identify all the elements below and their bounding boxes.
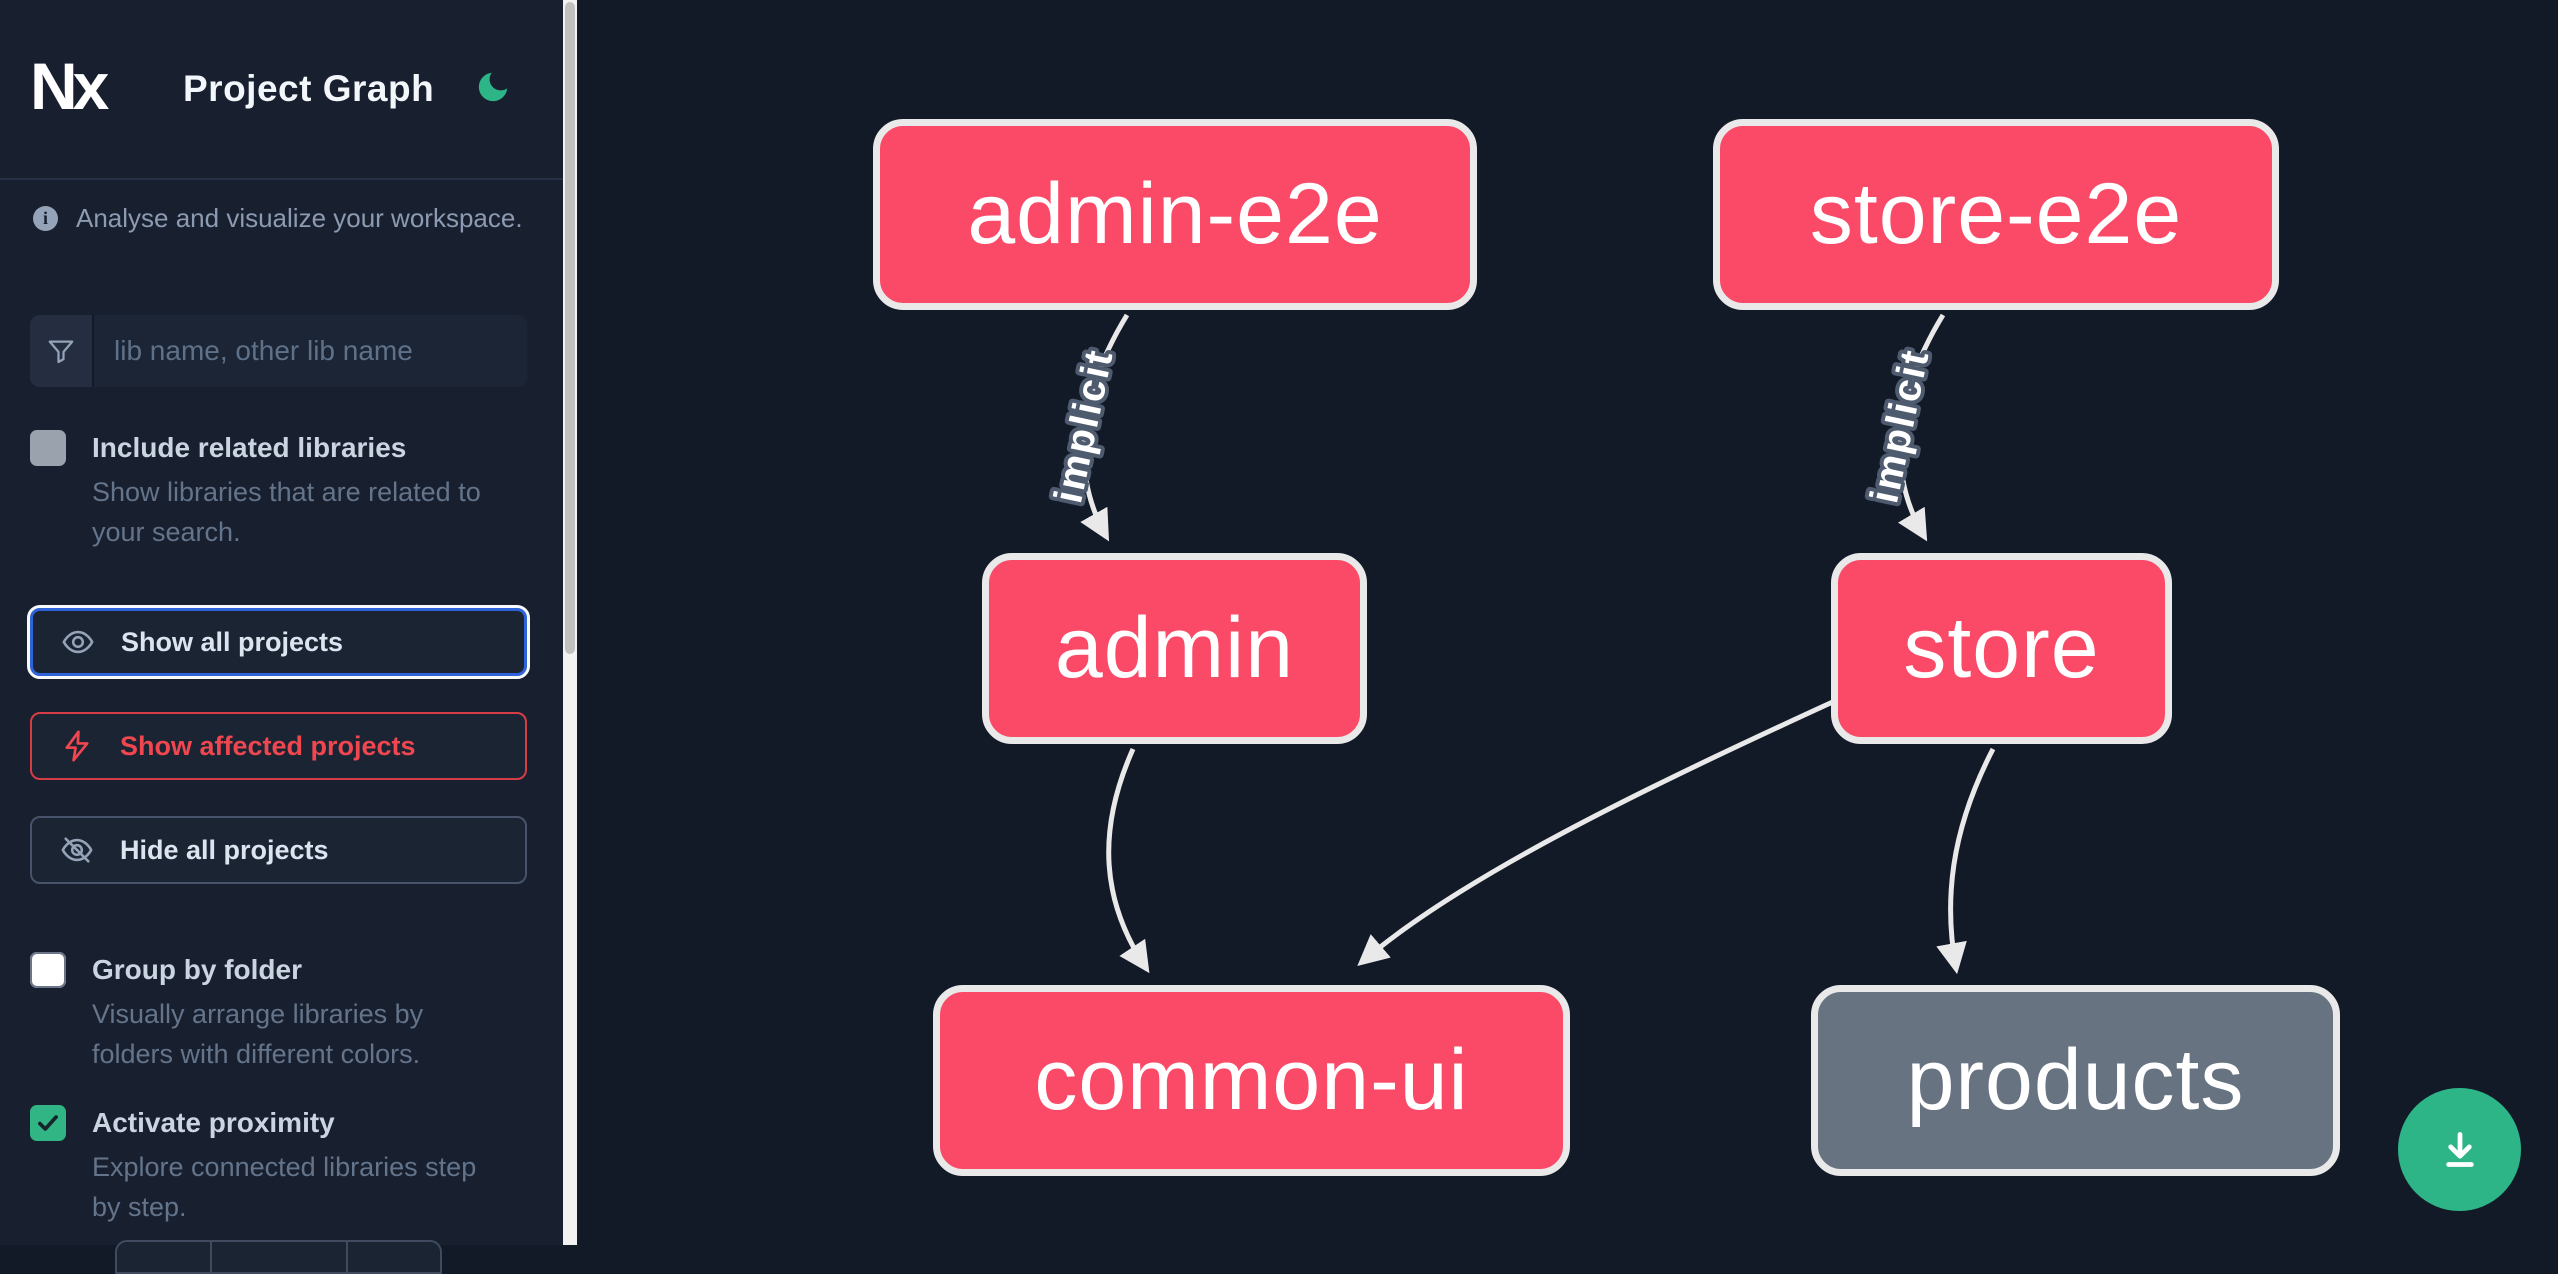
- edge-store-products: [1936, 747, 1996, 975]
- sidebar-scrollbar-thumb[interactable]: [565, 2, 575, 654]
- toggle-label: Group by folder: [92, 954, 302, 985]
- sidebar-header: Nx Project Graph: [0, 0, 563, 180]
- stepper-segment[interactable]: [117, 1242, 210, 1272]
- search-input[interactable]: [94, 315, 527, 387]
- button-label: Show affected projects: [120, 730, 416, 761]
- toggle-activate-proximity[interactable]: Activate proximity Explore connected lib…: [30, 1103, 530, 1227]
- sidebar-scrollbar-track[interactable]: [563, 0, 577, 1245]
- toggle-description: Explore connected libraries step by step…: [92, 1152, 477, 1222]
- toggle-group-by-folder[interactable]: Group by folder Visually arrange librari…: [30, 950, 530, 1074]
- node-admin-e2e[interactable]: admin-e2e: [873, 119, 1477, 310]
- proximity-stepper[interactable]: [115, 1240, 442, 1274]
- eye-off-icon: [60, 833, 94, 867]
- button-label: Show all projects: [121, 626, 344, 657]
- node-common-ui[interactable]: common-ui: [933, 985, 1570, 1176]
- toggle-label: Activate proximity: [92, 1107, 335, 1138]
- page-title: Project Graph: [183, 68, 435, 109]
- show-all-projects-button[interactable]: Show all projects: [27, 605, 530, 679]
- edge-admin-e2e-admin: [1080, 313, 1130, 542]
- checkbox-activate-proximity[interactable]: [30, 1105, 66, 1141]
- search-box: [30, 315, 527, 387]
- sidebar: Nx Project Graph i Analyse and visualize…: [0, 0, 563, 1274]
- workspace-info: i Analyse and visualize your workspace.: [33, 203, 533, 234]
- node-store-e2e[interactable]: store-e2e: [1713, 119, 2279, 310]
- stepper-segment[interactable]: [346, 1242, 440, 1272]
- edge-store-common-ui: [1357, 697, 1839, 967]
- hide-all-projects-button[interactable]: Hide all projects: [30, 816, 527, 884]
- lightning-bolt-icon: [60, 729, 94, 763]
- node-products[interactable]: products: [1811, 985, 2340, 1176]
- button-label: Hide all projects: [120, 834, 329, 865]
- toggle-description: Show libraries that are related to your …: [92, 477, 481, 547]
- svg-text:Nx: Nx: [30, 55, 110, 121]
- edge-label-implicit-1: implicit: [1046, 345, 1121, 507]
- edge-admin-common-ui: [1106, 747, 1150, 974]
- toggle-description: Visually arrange libraries by folders wi…: [92, 999, 424, 1069]
- workspace-tagline: Analyse and visualize your workspace.: [76, 203, 523, 233]
- eye-icon: [61, 625, 95, 659]
- download-icon: [2431, 1121, 2489, 1179]
- filter-icon: [30, 315, 94, 387]
- edge-store-e2e-store: [1897, 313, 1946, 542]
- stepper-segment[interactable]: [210, 1242, 346, 1272]
- download-graph-button[interactable]: [2398, 1088, 2521, 1211]
- toggle-label: Include related libraries: [92, 432, 407, 463]
- node-store[interactable]: store: [1831, 553, 2172, 744]
- show-affected-projects-button[interactable]: Show affected projects: [30, 712, 527, 780]
- theme-toggle-moon-icon[interactable]: [474, 68, 512, 106]
- checkbox-group-by-folder[interactable]: [30, 952, 66, 988]
- nx-logo: Nx: [30, 49, 130, 123]
- toggle-include-related[interactable]: Include related libraries Show libraries…: [30, 428, 530, 552]
- checkbox-include-related[interactable]: [30, 430, 66, 466]
- node-admin[interactable]: admin: [982, 553, 1367, 744]
- info-icon: i: [33, 206, 58, 231]
- edge-label-implicit-2: implicit: [1862, 345, 1937, 507]
